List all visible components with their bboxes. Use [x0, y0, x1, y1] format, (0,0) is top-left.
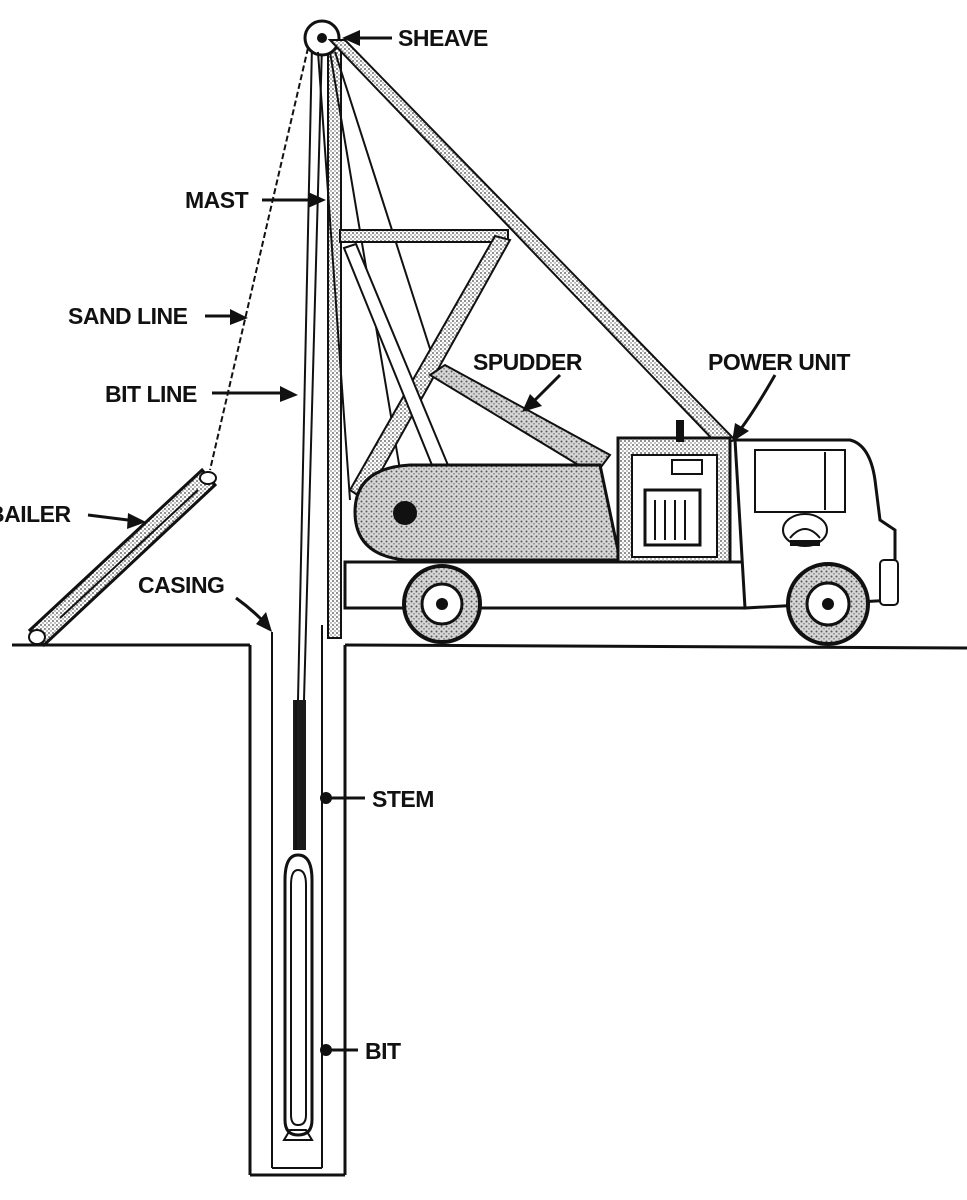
sheave [303, 19, 341, 57]
truck-cab [733, 438, 899, 610]
sand-line [209, 47, 309, 471]
drill-bit [282, 853, 314, 1141]
spudder-arm [428, 363, 612, 477]
power-unit [616, 420, 732, 570]
rear-wheel [402, 564, 482, 644]
casing [271, 625, 323, 1169]
drilling-cables [317, 51, 441, 501]
leader-arrows [87, 30, 777, 1056]
mast-label: MAST [185, 187, 249, 213]
bit-label: BIT [365, 1038, 401, 1064]
power-unit-label: POWER UNIT [708, 349, 850, 375]
sand-line-label: SAND LINE [68, 303, 188, 329]
truck-door-logo [782, 513, 828, 547]
horizontal-brace [339, 229, 509, 243]
ground-line [12, 643, 967, 650]
sheave-label: SHEAVE [398, 25, 488, 51]
stem-label: STEM [372, 786, 434, 812]
spudder-label: SPUDDER [473, 349, 583, 375]
bit-line-label: BIT LINE [105, 381, 197, 407]
drill-stem [293, 700, 306, 850]
bit-line-cable [297, 44, 323, 701]
bailer [27, 467, 218, 648]
borehole [248, 645, 347, 1177]
bailer-label: BAILER [0, 501, 72, 527]
casing-label: CASING [138, 572, 224, 598]
front-wheel [786, 562, 870, 646]
spudder-body [353, 463, 622, 562]
